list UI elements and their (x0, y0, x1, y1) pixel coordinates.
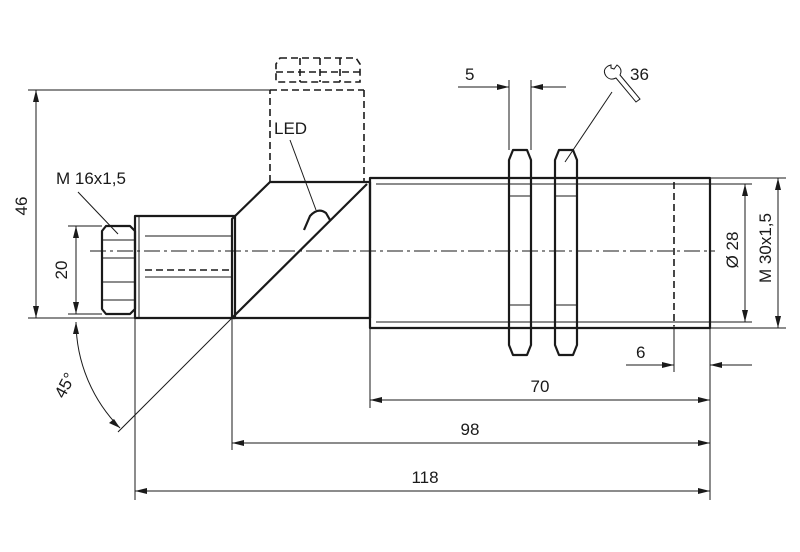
wrench-callout: 36 (564, 64, 649, 163)
body-length-label: 98 (461, 420, 480, 439)
dim-tip-length: 6 (626, 326, 752, 500)
connector-thread-label: M 16x1,5 (56, 169, 126, 188)
wrench-size-label: 36 (630, 65, 649, 84)
mounting-nut-left (507, 148, 533, 357)
dim-thread-size: M 30x1,5 (710, 177, 786, 329)
connector-plug (100, 214, 237, 320)
dim-nut-thickness: 5 (458, 65, 566, 150)
dim-body-length: 98 (231, 318, 710, 450)
dim-thread-length: 70 (369, 328, 710, 408)
nut-thickness-label: 5 (465, 65, 474, 84)
led-callout: LED (274, 119, 317, 211)
alternate-connector-outline (275, 57, 361, 83)
body-diameter-label: Ø 28 (723, 232, 742, 269)
thread-size-label: M 30x1,5 (756, 213, 775, 283)
mounting-nut-right (553, 148, 579, 357)
dim-body-diameter: Ø 28 (710, 183, 752, 323)
threaded-barrel (368, 176, 712, 330)
height-overall-label: 46 (12, 197, 31, 216)
connector-thread-callout: M 16x1,5 (56, 169, 126, 235)
tip-length-label: 6 (636, 343, 645, 362)
height-connector-label: 20 (52, 261, 71, 280)
angle-label: 45° (51, 370, 80, 402)
thread-length-label: 70 (531, 377, 550, 396)
wrench-icon (603, 64, 641, 103)
led-label: LED (274, 119, 307, 138)
dim-height-connector: 20 (52, 225, 102, 315)
dim-height-overall: 46 (12, 89, 270, 319)
led-indicator (302, 209, 331, 231)
overall-length-label: 118 (411, 468, 438, 487)
dim-overall-length: 118 (134, 440, 710, 500)
dim-angle: 45° (51, 317, 233, 440)
